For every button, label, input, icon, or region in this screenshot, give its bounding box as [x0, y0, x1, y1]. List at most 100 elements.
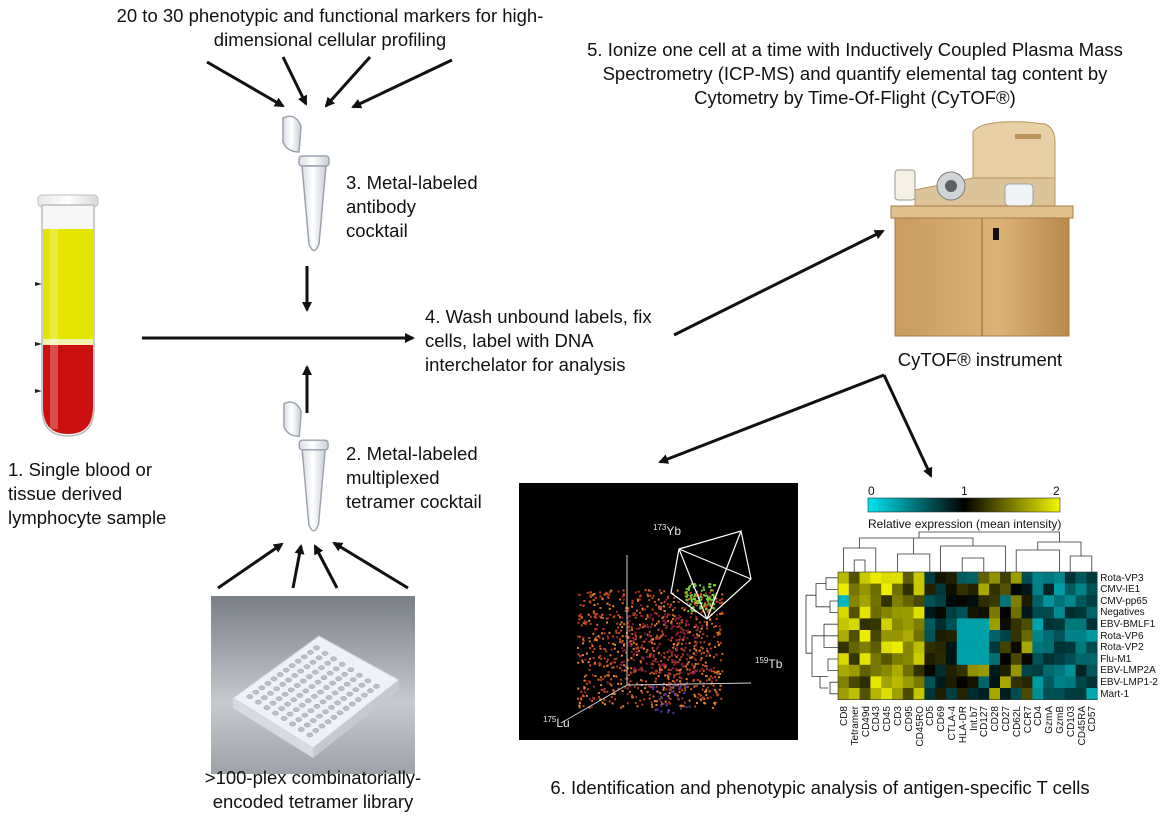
heatmap-cell: [967, 618, 979, 631]
heatmap-cell: [913, 653, 925, 666]
scatter-point: [681, 697, 684, 700]
heatmap-cell: [902, 618, 914, 631]
heatmap-cell: [935, 688, 947, 700]
heatmap-cell: [989, 606, 1001, 619]
scatter-point: [677, 697, 680, 700]
axis-label-yb: 173Yb: [653, 523, 682, 538]
plate-well: [298, 702, 306, 708]
scatter-point: [671, 617, 674, 620]
scatter-point: [679, 669, 681, 671]
scatter-point: [674, 607, 677, 609]
scatter-point: [658, 614, 661, 617]
scatter-point: [686, 663, 689, 666]
scatter-point: [681, 618, 684, 621]
scatter-point: [650, 613, 652, 616]
scatter-point: [673, 661, 676, 664]
scatter-point: [665, 702, 668, 705]
scatter-point-gated: [712, 593, 715, 596]
scatter-point: [622, 598, 625, 601]
heatmap-column-label: CD103: [1065, 705, 1077, 737]
scatter-point: [650, 625, 652, 628]
scatter-point: [652, 695, 655, 698]
heatmap-cell: [956, 595, 968, 608]
scatter-point: [667, 671, 670, 674]
scatter-point: [634, 616, 637, 619]
scatter-point: [658, 651, 660, 654]
scatter-point: [695, 623, 698, 626]
heatmap-cell: [902, 664, 914, 677]
heatmap-cell: [1032, 618, 1044, 631]
heatmap-column-label: CD45: [882, 705, 894, 732]
scatter-point: [613, 674, 615, 677]
plate-well: [367, 688, 374, 694]
scatter-point: [682, 631, 685, 634]
scatter-point: [667, 595, 670, 598]
heatmap-cell: [1086, 641, 1098, 654]
scatter-point: [678, 638, 681, 641]
scatter-point: [642, 656, 645, 659]
heatmap-cell: [859, 641, 871, 654]
scatter-point: [709, 647, 712, 650]
scatter-point: [577, 697, 579, 700]
scatter-point: [642, 647, 645, 650]
scatter-point: [588, 669, 591, 671]
scatter-point: [579, 593, 582, 596]
scatter-point: [700, 611, 703, 614]
scatter-point: [669, 673, 672, 675]
heatmap-cell: [956, 688, 968, 700]
scatter-point: [601, 597, 604, 600]
heatmap-cell: [913, 583, 925, 596]
scatter-point: [714, 625, 717, 628]
plate-well: [258, 685, 266, 691]
plate-well: [328, 705, 335, 710]
plate-well: [348, 701, 356, 707]
scatter-point: [683, 633, 686, 636]
tetramer-library-plate-image: [211, 596, 415, 774]
scatter-point: [687, 661, 690, 664]
scatter-point: [639, 626, 642, 629]
scatter-point: [614, 643, 616, 646]
plate-well: [331, 690, 339, 696]
scatter-point-gated: [705, 608, 707, 611]
plate-well: [306, 732, 314, 738]
scatter-point: [599, 595, 602, 598]
scatter-point: [658, 627, 661, 630]
scatter-point: [666, 676, 669, 679]
scatter-point: [586, 682, 588, 685]
heatmap-cell: [978, 688, 990, 700]
scatter-point: [588, 706, 591, 709]
scatter-point: [622, 593, 625, 596]
scatter-point: [697, 634, 700, 637]
scatter-point: [627, 609, 630, 612]
legend-tick-2: 2: [1053, 484, 1060, 498]
scatter-point: [623, 664, 626, 667]
heatmap-cell: [1021, 688, 1033, 700]
scatter-point: [679, 616, 682, 618]
heatmap-cell: [902, 676, 914, 689]
scatter-point: [680, 704, 683, 707]
scatter-point: [600, 657, 603, 660]
heatmap-cell: [859, 583, 871, 596]
scatter-point: [684, 646, 687, 649]
scatter-point: [629, 615, 632, 617]
step3-line1: 3. Metal-labeled: [346, 172, 478, 193]
scatter-point: [579, 604, 582, 607]
scatter-point: [663, 652, 666, 655]
scatter-point: [696, 636, 699, 639]
scatter-point: [623, 649, 626, 652]
scatter-point: [685, 686, 688, 688]
scatter-point: [608, 593, 611, 596]
scatter-point: [597, 692, 600, 695]
scatter-point: [673, 625, 675, 628]
scatter-point: [718, 633, 720, 636]
scatter-point: [672, 686, 675, 689]
heatmap-column-label: CD3: [893, 705, 904, 726]
plate-well: [261, 695, 268, 701]
heatmap-cell: [1021, 630, 1033, 642]
scatter-point: [646, 648, 649, 651]
scatter-point: [640, 689, 643, 692]
scatter-point: [626, 693, 629, 696]
heatmap-row-label: Mart-1: [1100, 688, 1130, 700]
scatter-point: [705, 605, 708, 608]
scatter-point-gated: [686, 599, 689, 602]
